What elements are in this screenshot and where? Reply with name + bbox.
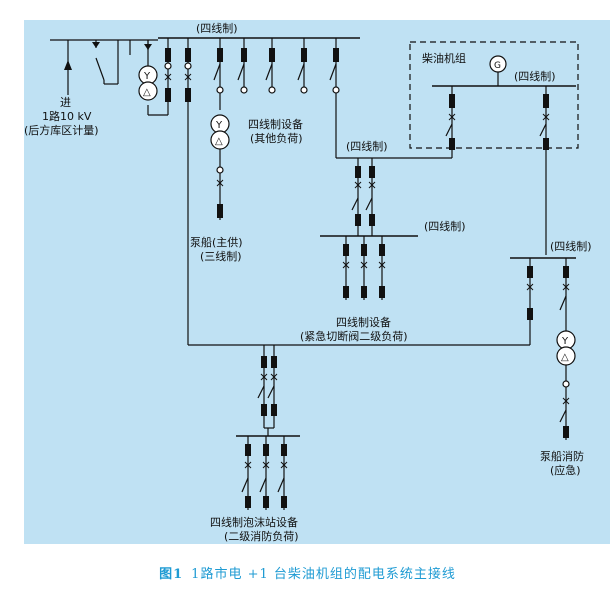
emergency-loads-sub: (紧急切断阀二级负荷): [300, 329, 408, 343]
switch-col-188: [184, 48, 192, 102]
svg-text:△: △: [143, 87, 151, 98]
foam-main-breakers: [257, 356, 278, 416]
figure-title: 1路市电 +1 台柴油机组的配电系统主接线: [191, 567, 456, 582]
pump-main-sub: (三线制): [200, 249, 242, 263]
pump-ship-transformer: Y △: [210, 114, 230, 220]
emergency-bus-label: (四线制): [424, 219, 466, 233]
pump-main-title: 泵船(主供): [190, 235, 243, 249]
figure-number: 图1: [159, 567, 184, 582]
other-loads-title: 四线制设备: [248, 117, 303, 131]
mid-tie-label: (四线制): [346, 139, 388, 153]
switch-col-168: [164, 48, 172, 102]
genset-breaker-left: [445, 86, 456, 158]
svg-text:Y: Y: [143, 71, 151, 82]
fire-pump-feeder: Y △: [556, 258, 576, 440]
genset-enclosure: [409, 41, 579, 149]
switch-col-336: [329, 48, 340, 94]
figure-caption: 图1 1路市电 +1 台柴油机组的配电系统主接线: [0, 563, 615, 582]
foam-feeders: [241, 436, 288, 510]
top-bus-breakers: [187, 38, 362, 345]
mid-tie-breakers: [351, 158, 376, 236]
diagram-panel: [24, 20, 610, 544]
fire-pump-title: 泵船消防: [540, 449, 584, 463]
emergency-loads-title: 四线制设备: [336, 315, 391, 329]
foam-sub: (二级消防负荷): [224, 529, 299, 543]
top-bus-label: (四线制): [196, 21, 238, 35]
incoming-line-3: (后方库区计量): [24, 123, 99, 137]
svg-text:Y: Y: [215, 120, 223, 131]
emergency-feeders: [342, 236, 386, 300]
right-bus-feeder-left: [526, 258, 534, 345]
switch-col-304: [297, 48, 308, 94]
switch-col-272: [265, 48, 276, 94]
fire-pump-sub: (应急): [550, 463, 581, 477]
svg-text:△: △: [561, 352, 569, 363]
foam-title: 四线制泡沫站设备: [210, 515, 298, 529]
main-transformer: Y △: [138, 40, 158, 101]
right-bus-label: (四线制): [550, 239, 592, 253]
svg-text:△: △: [215, 136, 223, 147]
genset-bus-label: (四线制): [514, 69, 556, 83]
genset-title: 柴油机组: [422, 51, 466, 65]
genset-breaker-right: [539, 86, 550, 255]
incoming-line-2: 1路10 kV: [42, 110, 92, 123]
svg-text:Y: Y: [561, 336, 569, 347]
switch-col-220: [213, 48, 224, 94]
switch-col-244: [237, 48, 248, 94]
incoming-line-1: 进: [60, 96, 71, 109]
other-loads-sub: (其他负荷): [250, 131, 303, 145]
generator-letter: G: [494, 61, 501, 71]
